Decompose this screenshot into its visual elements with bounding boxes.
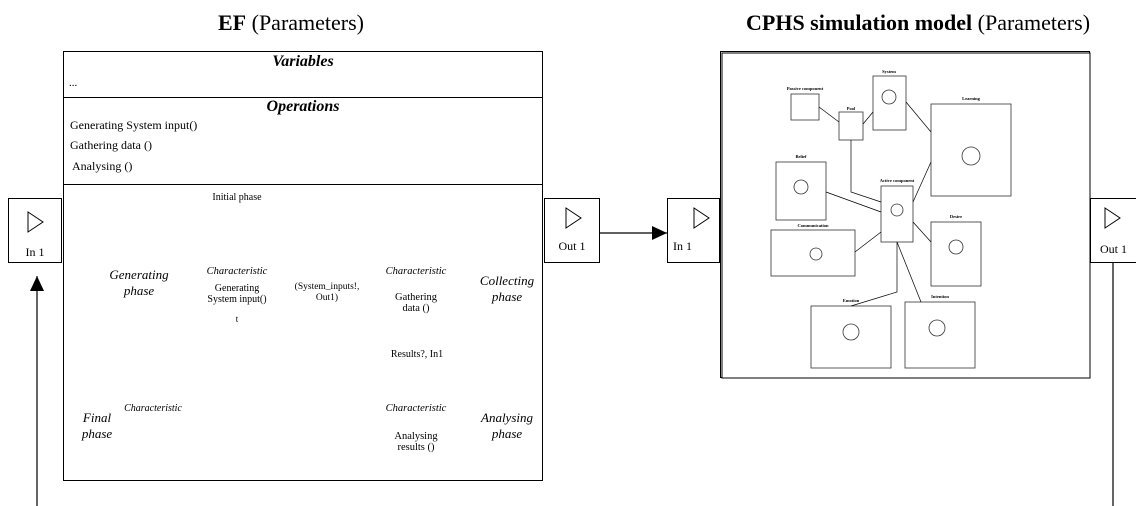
ef-block: Variables ... Operations Generating Syst…	[63, 51, 543, 481]
variables-header: Variables	[272, 53, 334, 70]
operation-item: Generating System input()	[70, 118, 198, 132]
block-label: Passive component	[787, 86, 824, 91]
operation-item: Analysing ()	[72, 159, 133, 173]
block-label: Intention	[931, 294, 949, 299]
variables-placeholder: ...	[69, 77, 78, 89]
play-icon	[565, 207, 582, 229]
block-label: Communication	[797, 223, 828, 228]
play-icon	[27, 211, 44, 233]
operation-item: Gathering data ()	[70, 138, 152, 152]
gathering-state-head: Characteristic	[385, 266, 447, 277]
generating-state-head: Characteristic	[206, 266, 268, 277]
ef-in-port[interactable]: In 1	[8, 198, 62, 263]
port-label: In 1	[25, 245, 45, 259]
block-label: Belief	[796, 154, 807, 159]
final-state-head: Characteristic	[124, 403, 182, 414]
block-label: Active component	[880, 178, 915, 183]
cphs-out-port[interactable]: Out 1	[1090, 198, 1136, 263]
block-label: Pool	[847, 106, 856, 111]
block-label: System	[882, 69, 896, 74]
cphs-in-port[interactable]: In 1	[667, 198, 720, 263]
port-label: Out 1	[558, 239, 586, 253]
block-label: Emotion	[843, 298, 860, 303]
port-label: Out 1	[1100, 242, 1127, 256]
play-icon	[1104, 207, 1121, 229]
ef-out-port[interactable]: Out 1	[544, 198, 600, 263]
section-divider	[64, 97, 542, 98]
initial-phase-label: Initial phase	[212, 192, 262, 203]
edge-label-system-inputs: (System_inputs!,Out1)	[286, 282, 368, 304]
generating-state-foot: t	[235, 314, 239, 324]
edge-label-results: Results?, In1	[386, 349, 448, 360]
ef-title: EF (Parameters)	[218, 10, 365, 35]
play-icon	[693, 207, 710, 229]
cphs-model-thumbnail: Passive component System Pool Learning B…	[721, 52, 1091, 379]
cphs-model-block: Passive component System Pool Learning B…	[720, 51, 1091, 379]
block-label: Desire	[950, 214, 962, 219]
section-divider	[64, 184, 542, 185]
block-label: Learning	[962, 96, 981, 101]
analysing-state-head: Characteristic	[385, 403, 447, 414]
cphs-title: CPHS simulation model (Parameters)	[746, 10, 1091, 35]
port-label: In 1	[673, 239, 692, 253]
operations-header: Operations	[266, 98, 340, 115]
